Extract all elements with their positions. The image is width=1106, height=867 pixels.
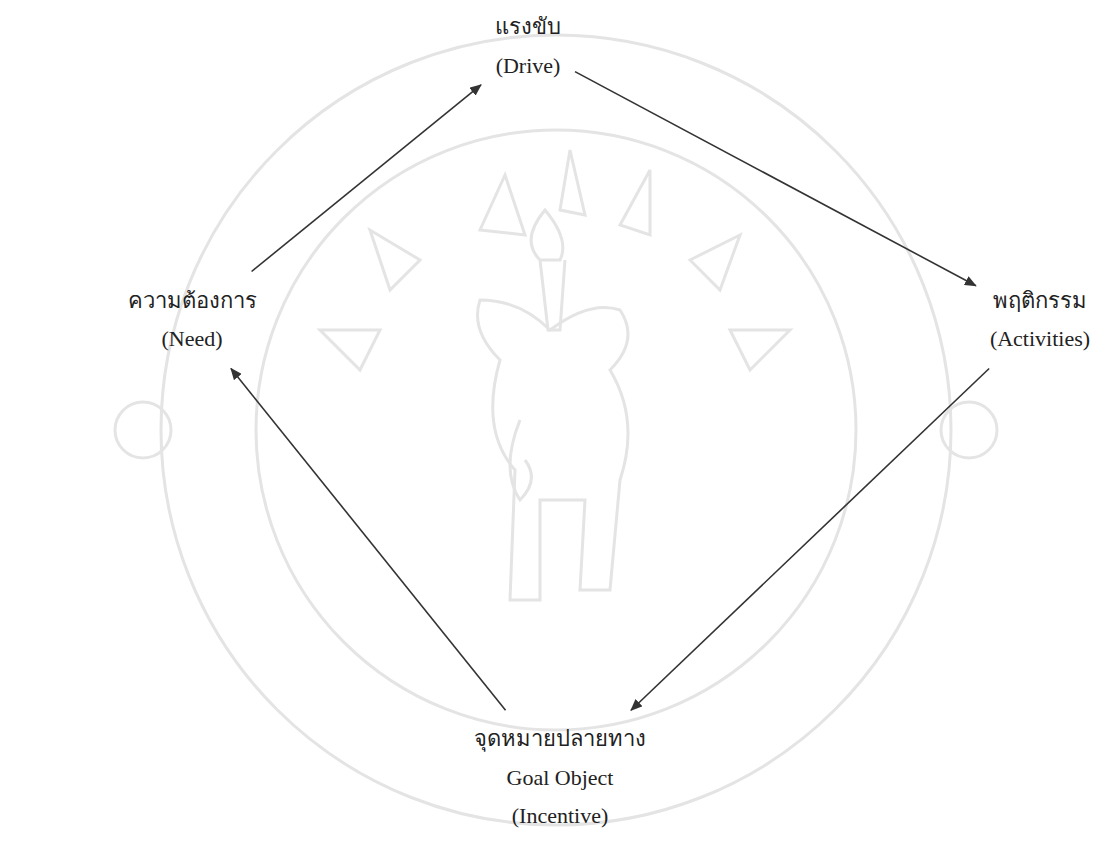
cycle-arrow xyxy=(575,72,976,286)
node-label: ความต้องการ xyxy=(128,282,257,321)
node-label: (Drive) xyxy=(495,47,561,86)
node-label: พฤติกรรม xyxy=(990,282,1090,321)
cycle-arrow xyxy=(231,369,506,711)
drive-node: แรงขับ(Drive) xyxy=(487,4,569,89)
node-label: Goal Object xyxy=(474,759,646,798)
node-label: แรงขับ xyxy=(495,8,561,47)
node-label: จุดหมายปลายทาง xyxy=(474,720,646,759)
goal-node: จุดหมายปลายทางGoal Object(Incentive) xyxy=(466,716,654,840)
node-label: (Activities) xyxy=(990,320,1090,359)
need-node: ความต้องการ(Need) xyxy=(120,278,265,363)
node-label: (Incentive) xyxy=(474,797,646,836)
node-label: (Need) xyxy=(128,320,257,359)
activities-node: พฤติกรรม(Activities) xyxy=(982,278,1098,363)
cycle-arrow xyxy=(631,369,989,711)
cycle-arrow xyxy=(252,85,481,272)
